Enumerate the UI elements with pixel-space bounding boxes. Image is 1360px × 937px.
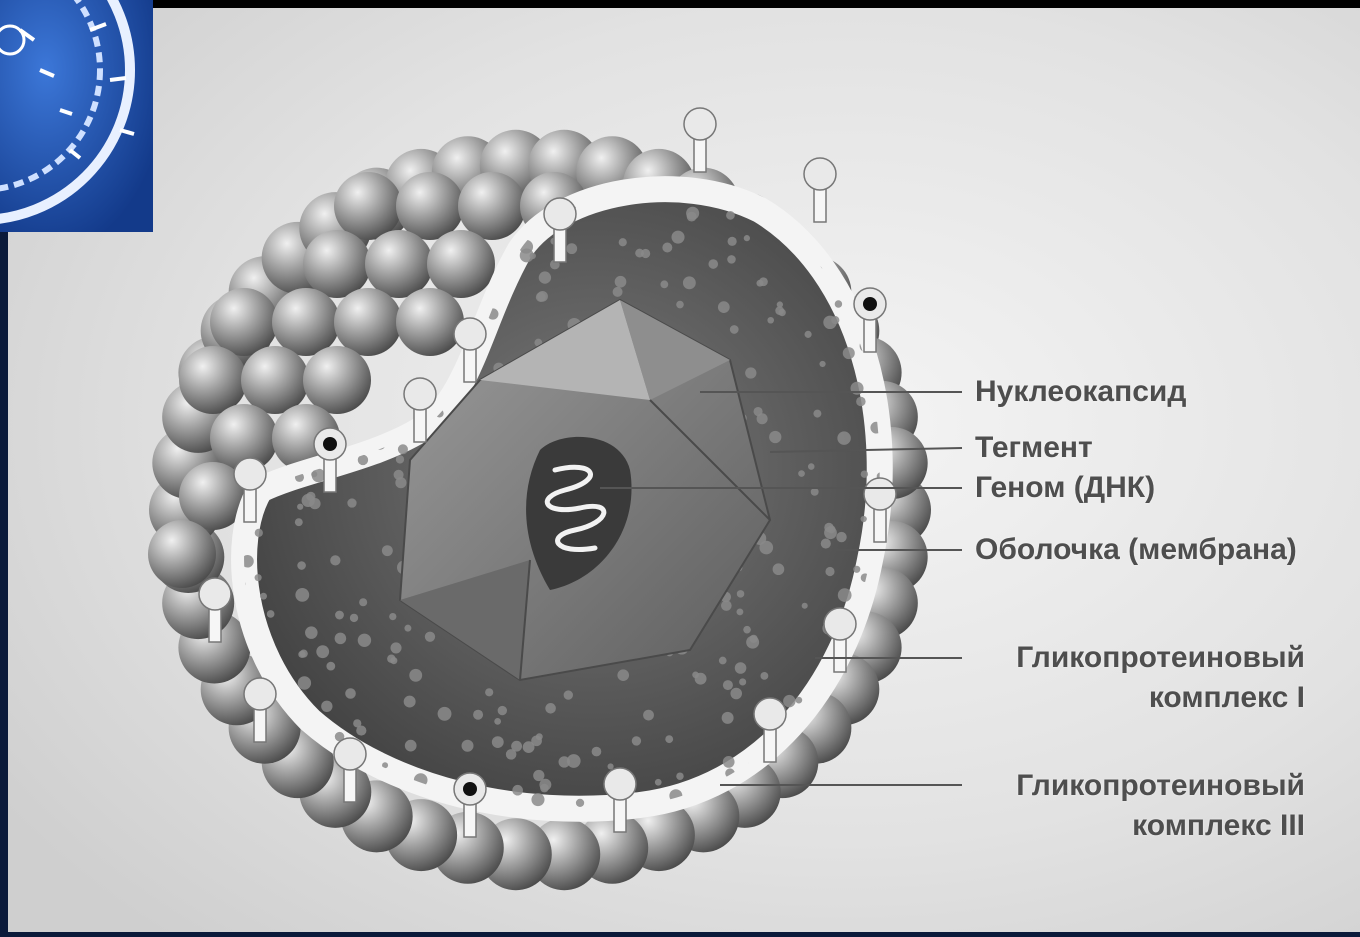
tegument-sphere <box>303 346 371 414</box>
tegument-sphere <box>334 172 402 240</box>
tegument-sphere <box>210 288 278 356</box>
label-genome: Геном (ДНК) <box>975 468 1155 508</box>
tegument-sphere <box>396 288 464 356</box>
label-glycoprotein-complex-1-line2: комплекс I <box>1149 678 1305 718</box>
tegument-sphere <box>427 230 495 298</box>
label-glycoprotein-complex-3-line1: Гликопротеиновый <box>1016 766 1305 806</box>
tegument-sphere <box>148 520 216 588</box>
label-tegument: Тегмент <box>975 428 1093 468</box>
tegument-sphere <box>179 346 247 414</box>
label-envelope: Оболочка (мембрана) <box>975 530 1297 570</box>
label-glycoprotein-complex-1-line1: Гликопротеиновый <box>1016 638 1305 678</box>
tegument-sphere <box>303 230 371 298</box>
tegument-sphere <box>334 288 402 356</box>
tegument-sphere <box>365 230 433 298</box>
tegument-sphere <box>272 288 340 356</box>
tegument-sphere <box>458 172 526 240</box>
label-nucleocapsid: Нуклеокапсид <box>975 372 1186 412</box>
label-glycoprotein-complex-3-line2: комплекс III <box>1132 806 1305 846</box>
tegument-sphere <box>396 172 464 240</box>
tegument-sphere <box>241 346 309 414</box>
inset-thumbnail <box>0 0 153 232</box>
